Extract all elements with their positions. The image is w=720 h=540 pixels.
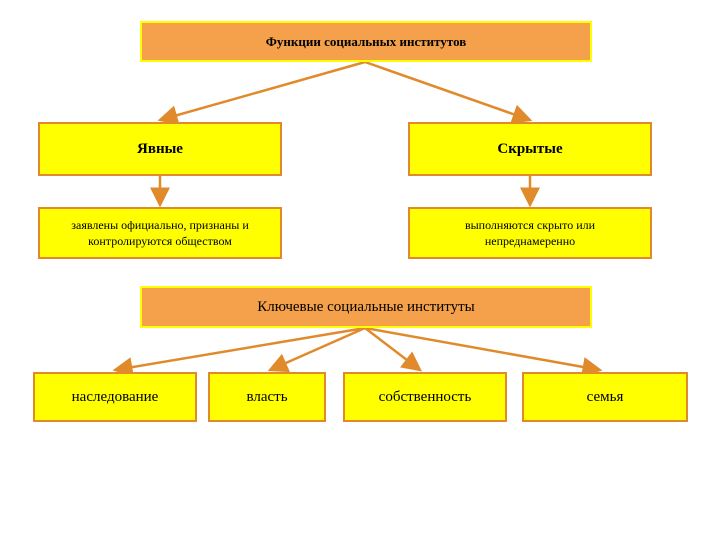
institution-label: семья: [586, 388, 624, 405]
institution-label: власть: [246, 388, 288, 405]
hidden-description-line2: непреднамеренно: [484, 234, 576, 248]
key-institutions-title: Ключевые социальные институты: [257, 298, 475, 315]
arrow-key-to-inheritance: [112, 326, 366, 377]
institution-label: наследование: [71, 388, 159, 405]
institution-power: власть: [208, 372, 326, 422]
institution-inheritance: наследование: [33, 372, 197, 422]
explicit-label: Явные: [137, 140, 183, 157]
hidden-description-line1: выполняются скрыто или: [464, 218, 596, 232]
explicit-box: Явные: [38, 122, 282, 176]
key-institutions-box: Ключевые социальные институты: [140, 286, 592, 328]
institution-property: собственность: [343, 372, 507, 422]
institution-family: семья: [522, 372, 688, 422]
hidden-box: Скрытые: [408, 122, 652, 176]
hidden-description-box: выполняются скрыто или непреднамеренно: [408, 207, 652, 259]
hidden-label: Скрытые: [497, 140, 563, 157]
explicit-description-line1: заявлены официально, признаны и: [71, 218, 249, 232]
arrow-title-to-hidden: [364, 60, 533, 124]
arrow-key-to-power: [267, 326, 366, 373]
institution-label: собственность: [378, 388, 472, 405]
arrow-key-to-property: [364, 327, 422, 372]
title-box: Функции социальных институтов: [140, 21, 592, 62]
arrow-title-to-explicit: [157, 60, 366, 125]
arrow-key-to-family: [364, 326, 603, 377]
explicit-description-line2: контролируются обществом: [88, 234, 232, 248]
explicit-description-box: заявлены официально, признаны и контроли…: [38, 207, 282, 259]
diagram-title: Функции социальных институтов: [265, 33, 467, 49]
